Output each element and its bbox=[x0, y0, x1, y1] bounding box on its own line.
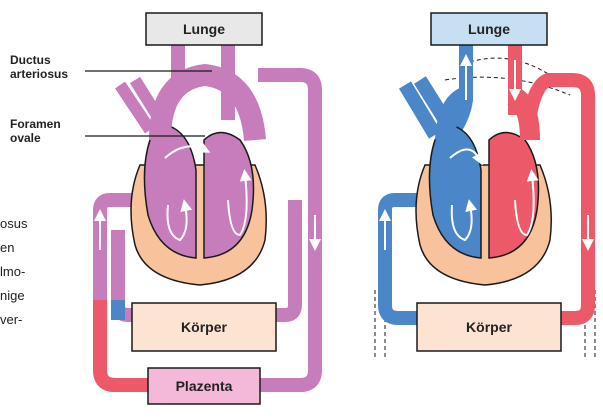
foramen-label-line-2: ovale bbox=[10, 131, 41, 145]
fetal-plazenta-label: Plazenta bbox=[176, 378, 233, 394]
postnatal-koerper-label: Körper bbox=[466, 319, 512, 335]
postnatal-circulation-diagram: Lunge Körper bbox=[375, 13, 595, 360]
ductus-label-line-1: Ductus bbox=[10, 53, 51, 67]
cut-text-line-2: en bbox=[0, 240, 14, 255]
cut-text-line-4: nige bbox=[0, 288, 25, 303]
fetal-lunge-label: Lunge bbox=[183, 21, 225, 37]
foramen-label-line-1: Foramen bbox=[10, 117, 61, 131]
postnatal-lunge-label: Lunge bbox=[468, 21, 510, 37]
cut-off-caption-text: osus en lmo- nige ver- bbox=[0, 216, 28, 327]
fetal-koerper-label: Körper bbox=[181, 319, 227, 335]
ductus-label-line-2: arteriosus bbox=[10, 67, 68, 81]
cut-text-line-5: ver- bbox=[0, 312, 22, 327]
cut-text-line-1: osus bbox=[0, 216, 28, 231]
cut-text-line-3: lmo- bbox=[0, 264, 25, 279]
fetal-circulation-diagram: Lunge Körper Plazenta Ductus arteriosus … bbox=[10, 13, 315, 404]
